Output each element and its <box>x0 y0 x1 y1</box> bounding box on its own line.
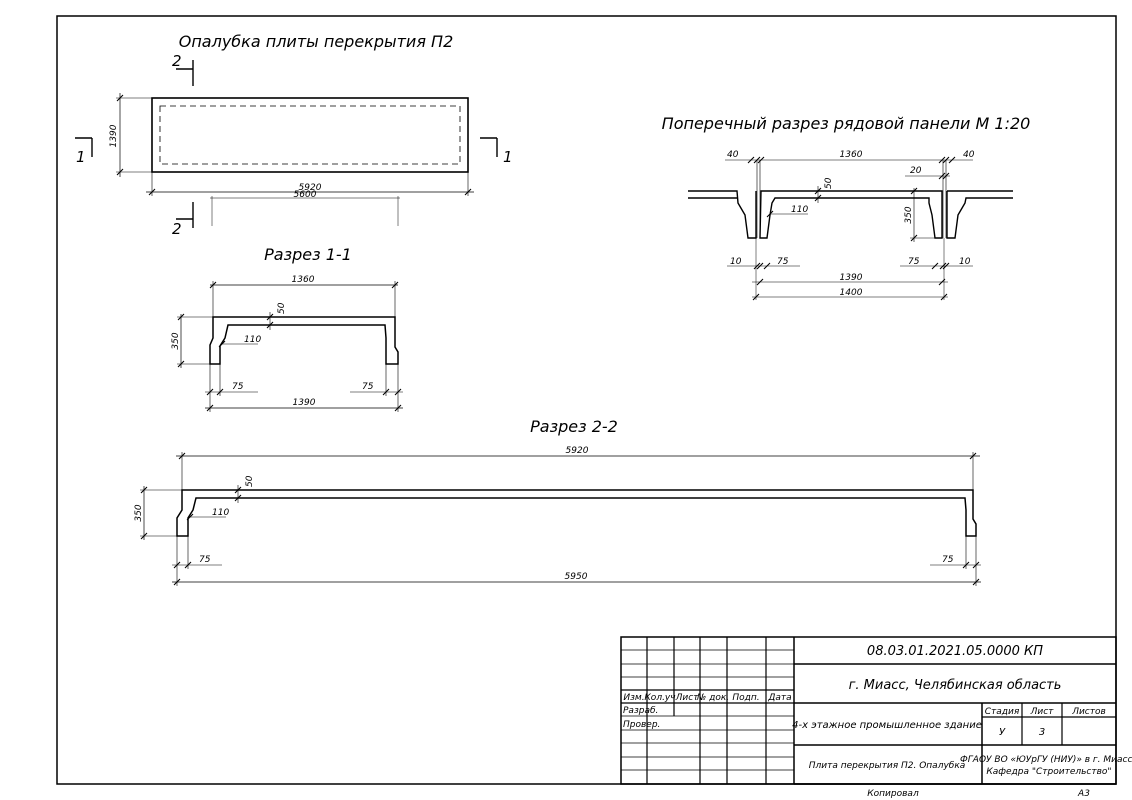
cross-main-panel <box>759 190 943 239</box>
svg-text:Дата: Дата <box>767 693 791 703</box>
svg-text:№ док.: № док. <box>696 693 729 703</box>
cross-section-title: Поперечный разрез рядовой панели М 1:20 <box>662 114 1031 133</box>
svg-text:Изм.: Изм. <box>623 693 644 703</box>
cut-mark-1-right: 1 <box>480 137 513 166</box>
cut-mark-2-top: 2 <box>172 52 194 86</box>
svg-text:Лист: Лист <box>675 693 700 703</box>
project-name: 4-х этажное промышленное здание <box>792 720 982 731</box>
svg-text:1390: 1390 <box>109 124 119 147</box>
svg-text:110: 110 <box>212 508 229 518</box>
svg-text:1360: 1360 <box>840 150 863 160</box>
svg-text:40: 40 <box>727 150 739 160</box>
cut-mark-1-left: 1 <box>75 137 93 166</box>
svg-text:350: 350 <box>134 504 144 521</box>
svg-text:110: 110 <box>791 205 808 215</box>
svg-text:5920: 5920 <box>566 446 589 456</box>
svg-text:75: 75 <box>908 257 920 267</box>
svg-text:1: 1 <box>76 148 86 166</box>
cross-right-neighbor <box>946 190 1013 239</box>
svg-text:Провер.: Провер. <box>623 720 660 730</box>
svg-text:У: У <box>999 727 1006 738</box>
section-2-2: Разрез 2-2 5920 50 350 110 75 75 <box>134 417 981 586</box>
svg-text:1390: 1390 <box>840 273 863 283</box>
sheet-frame <box>56 15 1117 785</box>
svg-text:5950: 5950 <box>565 572 588 582</box>
plan-inner-dim: 5600 <box>210 190 400 226</box>
svg-text:50: 50 <box>277 302 287 314</box>
slab-inner-dashed <box>159 105 461 165</box>
svg-text:Кол.уч: Кол.уч <box>644 693 675 703</box>
location: г. Миасс, Челябинская область <box>849 678 1062 693</box>
svg-text:50: 50 <box>824 177 834 189</box>
svg-text:50: 50 <box>245 475 255 487</box>
svg-text:350: 350 <box>904 206 914 223</box>
plan-width-dim: 1390 <box>109 93 152 177</box>
plan-length-dim: 5920 <box>146 172 474 196</box>
svg-text:1: 1 <box>503 148 513 166</box>
svg-text:А3: А3 <box>1077 789 1090 799</box>
document-code: 08.03.01.2021.05.0000 КП <box>867 644 1043 659</box>
title-block: 08.03.01.2021.05.0000 КП г. Миасс, Челяб… <box>620 636 1132 799</box>
svg-text:10: 10 <box>959 257 971 267</box>
svg-text:1400: 1400 <box>840 288 863 298</box>
svg-text:Листов: Листов <box>1071 707 1106 717</box>
svg-text:Лист: Лист <box>1030 707 1055 717</box>
svg-text:Копировал: Копировал <box>867 789 919 799</box>
cut-mark-2-bottom: 2 <box>172 202 194 238</box>
organization-line1: ФГАОУ ВО «ЮУрГУ (НИУ)» в г. Миассе <box>960 755 1132 765</box>
formwork-plan: Опалубка плиты перекрытия П2 1 1 2 2 <box>75 32 513 238</box>
section-1-title: Разрез 1-1 <box>264 245 352 264</box>
svg-text:350: 350 <box>171 332 181 349</box>
svg-text:1360: 1360 <box>292 275 315 285</box>
svg-text:2: 2 <box>172 220 182 238</box>
svg-text:5920: 5920 <box>299 183 322 193</box>
svg-text:Разраб.: Разраб. <box>623 706 658 716</box>
svg-text:110: 110 <box>244 335 261 345</box>
svg-text:1390: 1390 <box>293 398 316 408</box>
section-1-1: Разрез 1-1 1360 50 350 110 75 75 <box>171 245 403 412</box>
drawing-name: Плита перекрытия П2. Опалубка <box>809 761 966 771</box>
svg-text:75: 75 <box>942 555 954 565</box>
svg-text:Стадия: Стадия <box>985 707 1020 717</box>
svg-text:Подп.: Подп. <box>732 693 759 703</box>
section-2-profile <box>176 489 977 537</box>
svg-text:3: 3 <box>1039 727 1045 738</box>
svg-text:40: 40 <box>963 150 975 160</box>
formwork-title: Опалубка плиты перекрытия П2 <box>179 32 454 51</box>
slab-outline <box>151 97 469 173</box>
svg-text:75: 75 <box>362 382 374 392</box>
cross-section: Поперечный разрез рядовой панели М 1:20 … <box>662 114 1031 301</box>
svg-text:5600: 5600 <box>294 190 317 200</box>
svg-text:75: 75 <box>232 382 244 392</box>
organization-line2: Кафедра "Строительство" <box>986 767 1111 777</box>
svg-text:10: 10 <box>730 257 742 267</box>
svg-text:20: 20 <box>910 166 922 176</box>
section-1-profile <box>209 316 399 365</box>
svg-text:2: 2 <box>172 52 182 70</box>
svg-text:75: 75 <box>777 257 789 267</box>
svg-text:75: 75 <box>199 555 211 565</box>
section-2-title: Разрез 2-2 <box>530 417 618 436</box>
